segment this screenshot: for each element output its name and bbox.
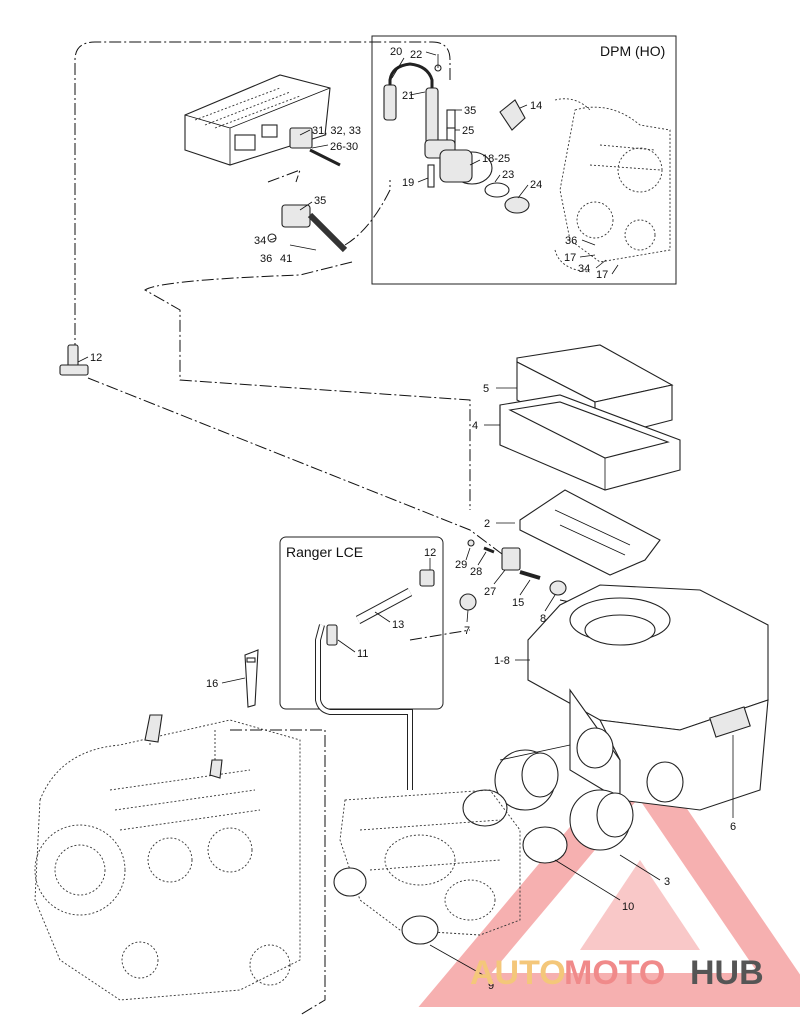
- dpm-title: DPM (HO): [600, 43, 665, 59]
- module-arrow: [267, 169, 301, 183]
- callout-13: 13: [392, 619, 404, 631]
- hose-route-middle: [144, 180, 471, 510]
- ranger-title: Ranger LCE: [286, 544, 363, 560]
- callout-14: 14: [530, 100, 542, 112]
- callout-2: 2: [484, 518, 490, 530]
- callout-31-33: 31, 32, 33: [312, 125, 361, 137]
- callout-17-dpm-b: 17: [596, 269, 608, 281]
- filter-plate: [519, 489, 661, 576]
- airbox: [527, 584, 769, 811]
- mag-module: [184, 74, 341, 167]
- ranger-hoses: [315, 569, 435, 790]
- callout-34-dpm: 34: [578, 263, 590, 275]
- dpm-engine-sketch: [554, 98, 671, 273]
- dpm-panel-frame: [371, 35, 677, 285]
- callout-34: 34: [254, 235, 266, 247]
- hose-route-left: [87, 377, 511, 561]
- callout-21: 21: [402, 90, 414, 102]
- dpm-solenoid: [383, 54, 530, 214]
- callout-25: 25: [462, 125, 474, 137]
- callout-5: 5: [483, 383, 489, 395]
- watermark-logo: [418, 741, 800, 1007]
- callout-18-25: 18-25: [482, 153, 510, 165]
- solenoid-valve: [267, 204, 348, 253]
- callout-41: 41: [280, 253, 292, 265]
- callout-4: 4: [472, 420, 478, 432]
- callout-35: 35: [314, 195, 326, 207]
- callout-29: 29: [455, 559, 467, 571]
- callout-labels: 20 22 21 35 14 25 31, 32, 33 26-30 18-25…: [90, 46, 736, 992]
- callout-9: 9: [488, 980, 494, 992]
- fittings-cluster: [459, 539, 567, 611]
- callout-8: 8: [540, 613, 546, 625]
- callout-12-left: 12: [90, 352, 102, 364]
- callout-27: 27: [484, 586, 496, 598]
- callout-7: 7: [464, 625, 470, 637]
- callout-26-30: 26-30: [330, 141, 358, 153]
- tee-fitting-left: [59, 344, 89, 376]
- callout-35-dpm: 35: [464, 105, 476, 117]
- leader-lines: [77, 51, 734, 981]
- watermark-auto: AUTO: [470, 954, 566, 992]
- callout-10: 10: [622, 901, 634, 913]
- callout-23: 23: [502, 169, 514, 181]
- engine-sketch: [34, 714, 326, 1016]
- watermark-text: AUTO MOTO HUB: [470, 954, 764, 992]
- callout-36: 36: [260, 253, 272, 265]
- callout-11: 11: [357, 648, 368, 660]
- callout-3: 3: [664, 876, 670, 888]
- filter-frame: [499, 394, 681, 491]
- callout-24: 24: [530, 179, 542, 191]
- callout-28: 28: [470, 566, 482, 578]
- callout-20: 20: [390, 46, 402, 58]
- callout-22: 22: [410, 49, 422, 61]
- callout-6: 6: [730, 821, 736, 833]
- callout-1-8: 1-8: [494, 655, 510, 667]
- hose-route-outer: [74, 41, 451, 355]
- callout-19: 19: [402, 177, 414, 189]
- carburetors-sketch: [333, 789, 521, 945]
- callout-36-dpm: 36: [565, 235, 577, 247]
- callout-17-dpm-a: 17: [564, 252, 576, 264]
- callout-12-ranger: 12: [424, 547, 436, 559]
- callout-16: 16: [206, 678, 218, 690]
- watermark-hub: HUB: [690, 954, 764, 992]
- callout-15: 15: [512, 597, 524, 609]
- watermark-moto: MOTO: [564, 954, 665, 992]
- tool-part: [244, 649, 259, 708]
